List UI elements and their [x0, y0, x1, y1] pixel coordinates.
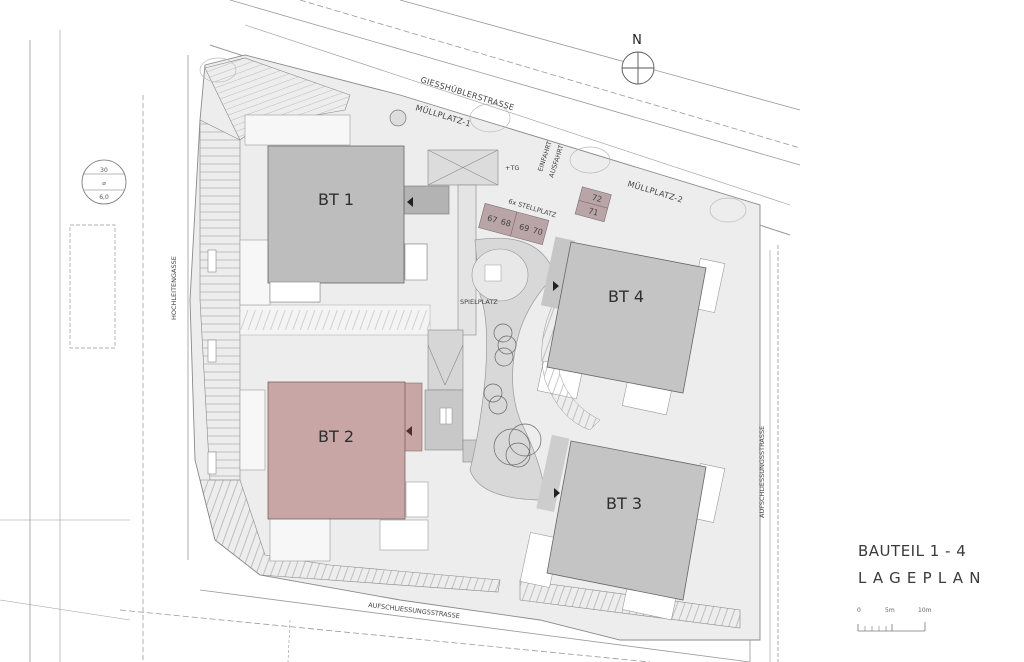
scale-label-10m: 10m: [918, 607, 932, 614]
path-strip-hatch: [240, 310, 430, 330]
building-bt3[interactable]: BT 3: [546, 440, 707, 601]
svg-text:71: 71: [587, 206, 599, 217]
building-bt4[interactable]: BT 4: [546, 241, 707, 394]
svg-text:N: N: [632, 33, 642, 48]
scale-label-0: 0: [857, 607, 861, 614]
street-south-lines: [119, 589, 751, 662]
svg-text:30: 30: [100, 167, 108, 174]
svg-text:70: 70: [532, 226, 544, 237]
building-label-bt2: BT 2: [318, 427, 354, 446]
building-label-bt4: BT 4: [608, 287, 644, 306]
plan-title: BAUTEIL 1 - 4: [858, 542, 967, 560]
entrance-arrow-bt4: [553, 281, 559, 291]
plan-subtitle: LAGEPLAN: [858, 569, 987, 587]
neighbour-plot: [69, 224, 116, 349]
entrance-arrow-bt2: [406, 426, 412, 436]
entrance-strip-bt4: [540, 236, 576, 310]
svg-text:67: 67: [486, 214, 498, 225]
svg-text:72: 72: [591, 193, 603, 204]
terrace-benches: [207, 249, 217, 475]
entrance-arrow-bt3: [554, 488, 560, 498]
parking-space-71[interactable]: [574, 200, 609, 223]
svg-text:69: 69: [518, 222, 530, 233]
area-label-tg: +TG: [505, 164, 519, 172]
entrance-arrow-bt1: [407, 197, 413, 207]
svg-text:⌀: ⌀: [102, 180, 106, 187]
area-label-spielplatz: SPIELPLATZ: [460, 298, 498, 306]
street-label-west: HOCHLEITENGASSE: [170, 256, 178, 320]
playground: [469, 237, 556, 501]
trees: [199, 57, 747, 223]
scale-ruler: [857, 622, 926, 632]
building-label-bt3: BT 3: [606, 494, 642, 513]
building-bt1[interactable]: BT 1: [267, 145, 450, 303]
scale-bar: 0 5m 10m: [855, 607, 945, 637]
building-bt2[interactable]: BT 2: [267, 381, 423, 520]
entrance-strip-bt3: [536, 434, 570, 513]
street-west-lines: [0, 30, 189, 662]
scale-label-5m: 5m: [885, 607, 895, 614]
parking-space-69-70[interactable]: [510, 211, 550, 246]
terrace-sw-hatch: [199, 479, 501, 593]
svg-text:68: 68: [500, 217, 512, 228]
speed-sign: 30 ⌀ 6,0: [81, 159, 127, 205]
parking-spaces: 67 68 69 70 72 71: [478, 186, 612, 246]
street-label-east: AUFSCHLIESSUNGSSTRASSE: [758, 426, 766, 518]
svg-text:6,0: 6,0: [99, 194, 109, 201]
building-label-bt1: BT 1: [318, 190, 354, 209]
north-arrow: N: [621, 33, 655, 85]
ramp-structures: [424, 149, 499, 463]
